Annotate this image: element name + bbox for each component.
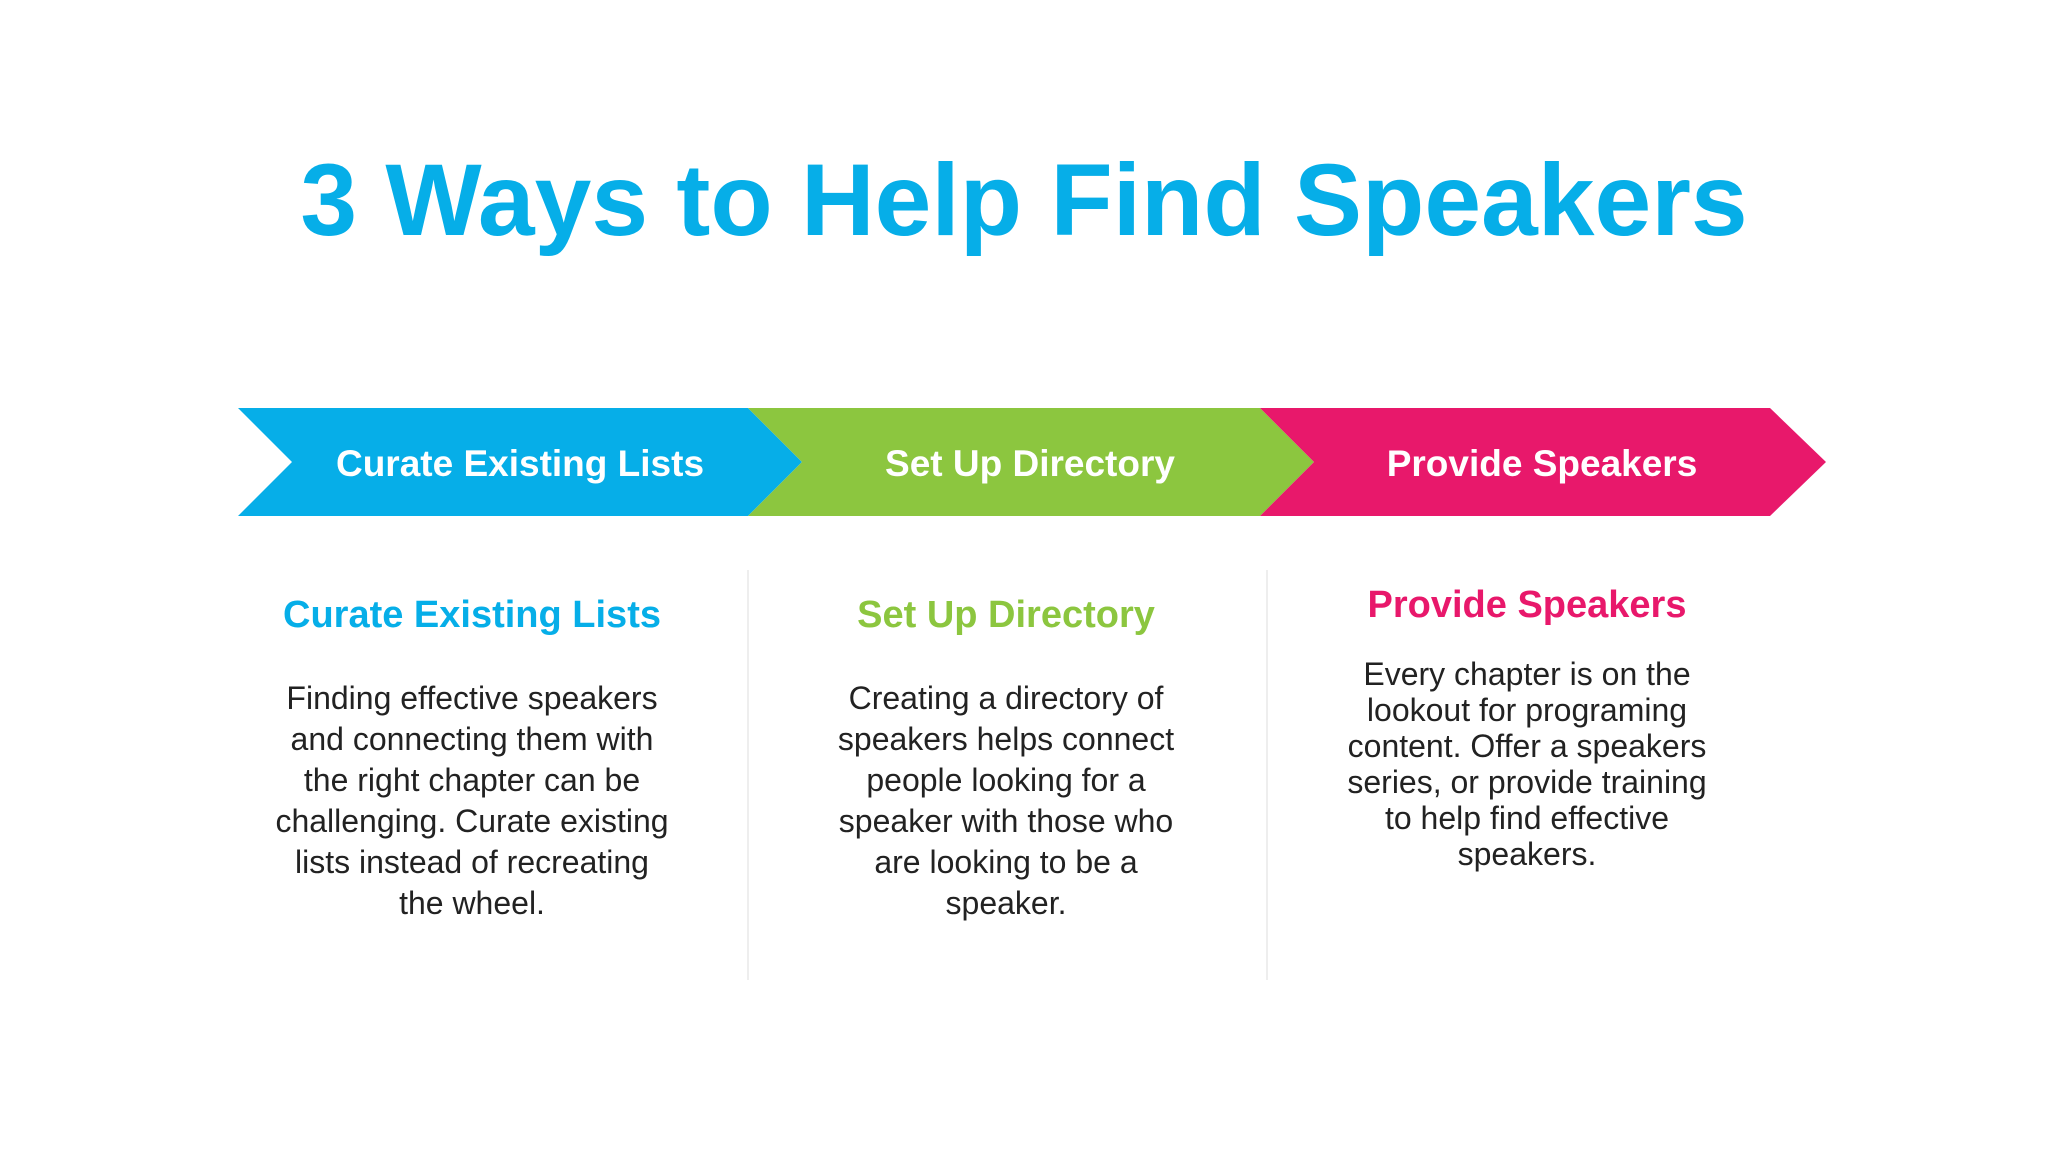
column-divider-2 <box>1266 570 1268 980</box>
step-description-2: Creating a directory of speakers helps c… <box>837 680 1175 921</box>
chevron-step-2 <box>748 408 1314 516</box>
step-heading-1: Curate Existing Lists <box>283 594 661 636</box>
chevron-step-3 <box>1260 408 1826 516</box>
page-title: 3 Ways to Help Find Speakers <box>300 143 1748 257</box>
step-column-2: Set Up Directory Creating a directory of… <box>786 592 1226 924</box>
chevron-step-1 <box>238 408 802 516</box>
chevron-label-step-1: Curate Existing Lists <box>336 443 704 484</box>
step-description-1: Finding effective speakers and connectin… <box>275 680 669 921</box>
step-column-3: Provide Speakers Every chapter is on the… <box>1307 582 1747 872</box>
step-description-3: Every chapter is on the lookout for prog… <box>1347 656 1707 872</box>
step-heading-3: Provide Speakers <box>1367 584 1687 626</box>
chevron-label-step-2: Set Up Directory <box>885 443 1175 484</box>
column-divider-1 <box>747 570 749 980</box>
step-heading-2: Set Up Directory <box>857 594 1155 636</box>
chevron-label-step-3: Provide Speakers <box>1387 443 1698 484</box>
step-column-1: Curate Existing Lists Finding effective … <box>252 592 692 924</box>
